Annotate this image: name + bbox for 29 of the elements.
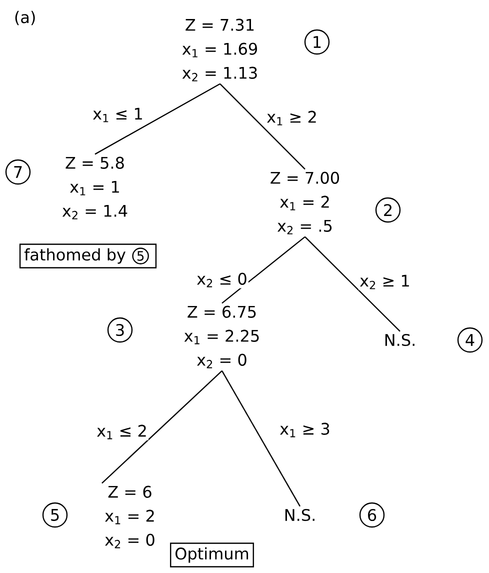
branch-line [102, 370, 222, 484]
edge-label: x$_{2}$ ≤ 0 [196, 272, 248, 288]
tree-node-text: Z = 7.00 x$_{1}$ = 2 x$_{2}$ = .5 [270, 172, 339, 234]
branch-line [304, 236, 400, 332]
tree-node-text: Z = 7.31 x$_{1}$ = 1.69 x$_{2}$ = 1.13 [182, 18, 257, 82]
tree-node-text: Z = 5.8 x$_{1}$ = 1 x$_{2}$ = 1.4 [62, 156, 128, 220]
panel-label: (a) [15, 10, 35, 26]
edge-label: x$_{1}$ ≤ 2 [96, 424, 148, 440]
branch-line [220, 83, 306, 170]
branch-line [222, 236, 306, 304]
edge-label: x$_{1}$ ≥ 2 [266, 110, 318, 126]
tree-node-text: Z = 6 x$_{1}$ = 2 x$_{2}$ = 0 [105, 486, 154, 548]
branch-line [94, 83, 220, 155]
boxed-note: Optimum [170, 542, 254, 568]
circled-number: 5 [42, 502, 68, 528]
circled-number: 3 [107, 317, 133, 343]
branch-line [221, 370, 301, 507]
boxed-note: fathomed by 5 [19, 244, 157, 268]
edge-label: x$_{1}$ ≤ 1 [92, 106, 144, 124]
tree-node-text: N.S. [285, 508, 314, 522]
edge-label: x$_{2}$ ≥ 1 [358, 274, 412, 290]
circled-number: 6 [359, 502, 385, 528]
edge-label: x$_{1}$ ≥ 3 [278, 422, 332, 438]
circled-number: 2 [375, 197, 401, 223]
tree-node-text: Z = 6.75 x$_{1}$ = 2.25 x$_{2}$ = 0 [184, 306, 259, 368]
tree-node-text: N.S. [385, 334, 414, 346]
circled-number: 1 [304, 29, 330, 55]
circled-number: 4 [457, 327, 483, 353]
circled-number: 7 [5, 159, 31, 185]
